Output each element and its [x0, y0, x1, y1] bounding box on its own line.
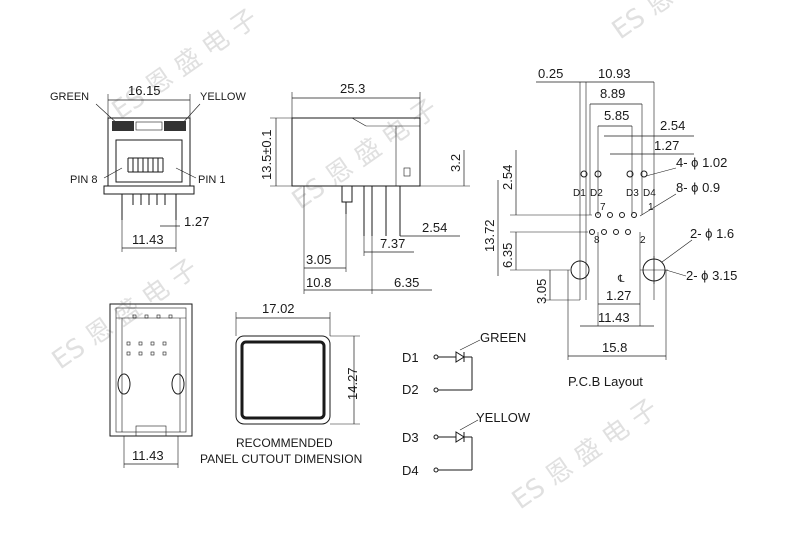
pcb-dim-025: 0.25	[538, 66, 563, 81]
front-width-dim: 16.15	[128, 83, 161, 98]
pcb-pin-8: 8	[594, 235, 600, 246]
front-label-pin1: PIN 1	[198, 174, 226, 186]
pcb-pin-7: 7	[600, 202, 606, 213]
bottom-holes	[126, 314, 173, 356]
pcb-dim-254-top: 2.54	[660, 118, 685, 133]
front-label-green: GREEN	[50, 91, 89, 103]
watermark-top-right: ES 恩 盛 电 子	[607, 0, 763, 46]
side-height-dim: 13.5±0.1	[259, 129, 274, 180]
panel-caption-line1: RECOMMENDED	[236, 436, 333, 450]
pcb-dim-1143: 11.43	[598, 310, 630, 325]
schem-green-label: GREEN	[480, 330, 526, 345]
panel-caption-line2: PANEL CUTOUT DIMENSION	[200, 452, 362, 466]
pcb-note-2phi16: 2- ϕ 1.6	[690, 226, 734, 241]
front-label-pin8: PIN 8	[70, 174, 98, 186]
pcb-pin-2: 2	[640, 235, 646, 246]
pcb-note-2phi315: 2- ϕ 3.15	[686, 268, 737, 283]
panel-height-dim: 14.27	[345, 367, 360, 400]
pcb-dim-127-top: 1.27	[654, 138, 679, 153]
side-dim-635: 6.35	[394, 275, 419, 290]
side-view: 25.3 13.5±0.1 3.2 2.54 7.37 3.05	[259, 81, 470, 294]
pcb-layout: 0.25 10.93 8.89 5.85 2.54 1.27 D1 D2 D3 …	[482, 66, 737, 389]
side-dim-108: 10.8	[306, 275, 331, 290]
panel-cutout: 17.02 14.27 RECOMMENDED PANEL CUTOUT DIM…	[200, 301, 362, 466]
schem-d1-label: D1	[402, 350, 419, 365]
watermark-bottom: ES 恩 盛 电 子	[507, 394, 663, 516]
side-length-dim: 25.3	[340, 81, 365, 96]
pcb-note-8phi: 8- ϕ 0.9	[676, 180, 720, 195]
bottom-span-dim: 11.43	[132, 448, 164, 463]
pcb-caption: P.C.B Layout	[568, 374, 643, 389]
pcb-dim-1372: 13.72	[482, 219, 497, 252]
pcb-dim-254-left: 2.54	[500, 165, 515, 190]
pcb-pin-d1: D1	[573, 188, 586, 199]
pcb-dim-1093: 10.93	[598, 66, 631, 81]
side-standoff-dim: 3.2	[448, 154, 463, 172]
schem-d3-label: D3	[402, 430, 419, 445]
pcb-dim-585: 5.85	[604, 108, 629, 123]
schem-yellow-label: YELLOW	[476, 410, 531, 425]
pcb-note-4phi: 4- ϕ 1.02	[676, 155, 727, 170]
pcb-led-pads: D1 D2 D3 D4	[573, 170, 656, 199]
front-span-dim: 11.43	[132, 232, 164, 247]
pcb-dim-889: 8.89	[600, 86, 625, 101]
schem-d4-label: D4	[402, 463, 419, 478]
front-pitch-dim: 1.27	[184, 214, 209, 229]
pcb-pin-d2: D2	[590, 188, 603, 199]
pcb-signal-pads: 7 1 8 2	[589, 202, 654, 246]
side-pin-pitch-dim: 2.54	[422, 220, 447, 235]
pcb-dim-305: 3.05	[534, 279, 549, 304]
pcb-pin-1: 1	[648, 202, 654, 213]
led-schematic: D1 D2 GREEN D3 D4 YELLOW	[402, 330, 531, 478]
front-view: 16.15 GREEN YELLOW	[50, 83, 246, 252]
bottom-view: 11.43	[109, 303, 193, 468]
pcb-dim-158: 15.8	[602, 340, 627, 355]
pcb-center-mark: ℄	[617, 274, 625, 285]
front-label-yellow: YELLOW	[200, 91, 246, 103]
pcb-pin-d3: D3	[626, 188, 639, 199]
pcb-dim-635: 6.35	[500, 243, 515, 268]
pcb-pin-d4: D4	[643, 188, 656, 199]
side-dim-737: 7.37	[380, 236, 405, 251]
pcb-dim-127-bot: 1.27	[606, 288, 631, 303]
schem-d2-label: D2	[402, 382, 419, 397]
panel-width-dim: 17.02	[262, 301, 295, 316]
side-dim-305: 3.05	[306, 252, 331, 267]
front-contacts	[127, 157, 164, 173]
watermark-left: ES 恩 盛 电 子	[107, 4, 263, 126]
